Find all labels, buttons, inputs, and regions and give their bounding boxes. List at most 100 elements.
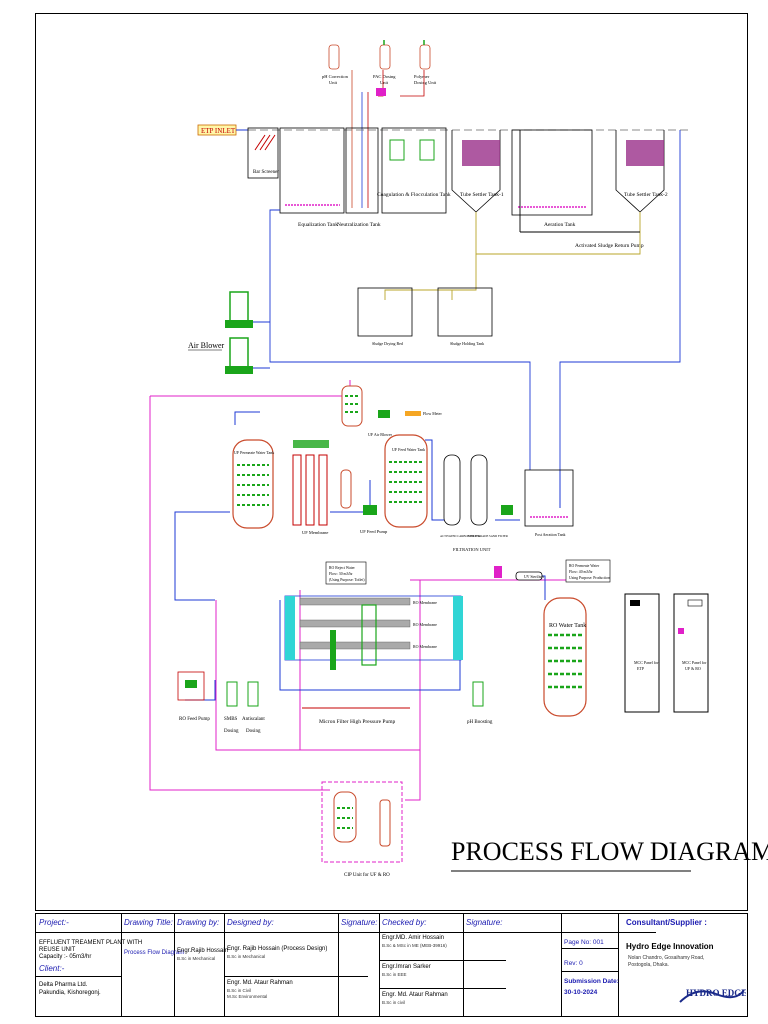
svg-text:FILTRATION UNIT: FILTRATION UNIT [453, 547, 491, 552]
svg-text:RO Membrane: RO Membrane [413, 644, 437, 649]
signature2-label: Signature: [466, 918, 503, 927]
cleaning-tank-top: UF Air Blower [341, 385, 393, 437]
uf-feed-water-tank: UF Feed Water Tank [384, 434, 428, 528]
svg-text:Post Aeration Tank: Post Aeration Tank [535, 532, 566, 537]
dosing-lines [351, 70, 425, 208]
svg-text:Unit: Unit [380, 80, 389, 85]
consultant-name: Hydro Edge Innovation [626, 942, 714, 951]
consultant-label: Consultant/Supplier : [626, 918, 707, 927]
client-line-1: Delta Pharma Ltd. [39, 982, 88, 988]
drawing-by-sub: B.Sc in Mechanical [177, 956, 216, 961]
process-flow-diagram: ETP INLET pH Correction Unit PAC Dosing … [149, 40, 768, 878]
svg-text:Dosing Unit: Dosing Unit [414, 80, 437, 85]
svg-text:UF Feed Pump: UF Feed Pump [360, 529, 388, 534]
svg-text:RO Membrane: RO Membrane [413, 622, 437, 627]
svg-text:SMBS: SMBS [224, 717, 238, 722]
filtration-unit: ACTIVATED CARBON FILTER MULTI GRADE SAND… [440, 454, 508, 552]
svg-text:(Using Purpose: Toilet): (Using Purpose: Toilet) [329, 578, 365, 582]
checked-by-1: Engr.MD. Amir Hossain [382, 935, 445, 941]
svg-text:RO Permeate Water: RO Permeate Water [569, 564, 600, 568]
etp-inlet: ETP INLET [197, 124, 248, 136]
drawing-by-value: Engr.Rajib Hossain [177, 948, 229, 954]
svg-text:MCC Panel for: MCC Panel for [682, 660, 707, 665]
sludge-tanks [357, 287, 493, 337]
svg-text:Dosing: Dosing [224, 729, 239, 734]
designed-by-label: Designed by: [227, 918, 274, 927]
drawing-title-value: Process Flow Diagram [124, 950, 185, 956]
label-neutralization: Neutralization Tank [337, 222, 381, 228]
label-tube-settler-2: Tube Settler Tank-2 [624, 192, 668, 198]
drawing-title-label: Drawing Title: [124, 918, 173, 927]
svg-text:UF Permeate Water Tank: UF Permeate Water Tank [234, 450, 274, 455]
svg-text:Flow: 40 m3/hr: Flow: 40 m3/hr [569, 570, 593, 574]
uv-steriliser: UV Steriliser [494, 566, 545, 581]
label-equalization: Equalization Tank [298, 222, 338, 228]
uf-membranes: UF Membrane [292, 440, 329, 535]
label-sludge-holding: Sludge Holding Tank [450, 341, 484, 346]
svg-text:Antiscalant: Antiscalant [242, 717, 265, 722]
project-line-2: REUSE UNIT [39, 947, 76, 953]
label-micron-filter: Micron Filter [319, 719, 349, 725]
svg-text:RO Feed Pump: RO Feed Pump [179, 717, 210, 722]
hydro-edge-logo: HYDRO EDGE [679, 988, 746, 1003]
uf-feed-pump-group: UF Feed Pump [340, 469, 388, 534]
svg-text:pH Boosting: pH Boosting [467, 720, 493, 725]
label-aeration: Aeration Tank [544, 222, 576, 228]
designed-by-2: Engr. Md. Ataur Rahman [227, 980, 293, 986]
checked-by-3: Engr. Md. Ataur Rahman [382, 992, 448, 998]
ro-notes: RO Reject Water Flow: 30 m3/hr (Using Pu… [325, 559, 611, 585]
page-no: Page No: 001 [564, 939, 604, 946]
mcc-panels: MCC Panel for ETP MCC Panel for UF & RO [624, 593, 709, 713]
svg-text:MULTI GRADE SAND FILTER: MULTI GRADE SAND FILTER [468, 534, 508, 538]
label-sludge-drying: Sludge Drying Bed [372, 341, 403, 346]
svg-text:HYDRO EDGE: HYDRO EDGE [686, 988, 746, 998]
svg-text:Using Purpose: Production: Using Purpose: Production [569, 576, 610, 580]
svg-text:UF Feed Water Tank: UF Feed Water Tank [392, 447, 425, 452]
consultant-address-1: Nolan Chandro, Gosaihamy Road, [628, 955, 705, 961]
checked-by-1-sub: B.Sc & MSc in ME (MEB-39916) [382, 943, 447, 948]
label-hp-pump: High Pressure Pump [350, 719, 395, 725]
ro-feed-pump-group: RO Feed Pump [177, 671, 210, 722]
checked-by-2-sub: B.Sc in EEE [382, 972, 407, 977]
svg-text:ACTIVATED CARBON FILTER: ACTIVATED CARBON FILTER [440, 534, 480, 538]
svg-text:Flow Meter: Flow Meter [423, 411, 442, 416]
svg-text:Dosing: Dosing [246, 729, 261, 734]
svg-text:UF & RO: UF & RO [685, 666, 701, 671]
svg-text:UF Membrane: UF Membrane [302, 530, 328, 535]
svg-text:CIP Unit for UF & RO: CIP Unit for UF & RO [344, 873, 390, 878]
main-title: PROCESS FLOW DIAGRAM [451, 837, 768, 866]
svg-text:UF Air Blower: UF Air Blower [368, 432, 393, 437]
designed-by-2-sub-1: B.Sc in Civil [227, 988, 252, 993]
ph-boosting: pH Boosting [467, 681, 493, 725]
label-tube-settler-1: Tube Settler Tank-1 [460, 192, 504, 198]
svg-text:PAC Dosing: PAC Dosing [373, 74, 396, 79]
svg-text:MCC Panel for: MCC Panel for [634, 660, 659, 665]
svg-text:RO Water Tank: RO Water Tank [549, 623, 586, 629]
air-blower-group [225, 291, 270, 374]
project-line-1: EFFLUENT TREAMENT PLANT WITH [39, 940, 143, 946]
submission-label: Submission Date: [564, 978, 619, 985]
svg-text:Flow: 30 m3/hr: Flow: 30 m3/hr [329, 572, 353, 576]
ph-correction-unit: pH Correction Unit [322, 44, 349, 85]
cip-unit: CIP Unit for UF & RO [321, 781, 403, 878]
svg-text:ETP: ETP [637, 666, 645, 671]
drawing-frame [35, 13, 748, 911]
svg-text:Polymer: Polymer [414, 74, 430, 79]
signature-label: Signature: [341, 918, 378, 927]
label-bar-screener: Bar Screener [253, 170, 279, 175]
svg-text:UV Steriliser: UV Steriliser [524, 575, 545, 579]
client-line-2: Pakundia, Kishoregonj. [39, 990, 101, 996]
designed-by-1-sub: B.Sc in Mechanical [227, 954, 266, 959]
checked-by-3-sub: B.Sc in civil [382, 1000, 406, 1005]
antiscalant-dosing: Antiscalant Dosing [242, 681, 265, 734]
consultant-address-2: Postogola, Dhaka. [628, 962, 669, 968]
svg-text:Unit: Unit [329, 80, 338, 85]
label-air-blower: Air Blower [188, 341, 225, 350]
revision: Rev: 0 [564, 960, 583, 967]
svg-text:RO Reject Water: RO Reject Water [329, 566, 356, 570]
polymer-dosing-unit: Polymer Dosing Unit [414, 40, 437, 85]
svg-text:ETP INLET: ETP INLET [201, 127, 236, 135]
svg-text:pH Correction: pH Correction [322, 74, 349, 79]
sludge-lines [269, 130, 681, 470]
title-block: Project:- EFFLUENT TREAMENT PLANT WITH R… [35, 913, 748, 1017]
